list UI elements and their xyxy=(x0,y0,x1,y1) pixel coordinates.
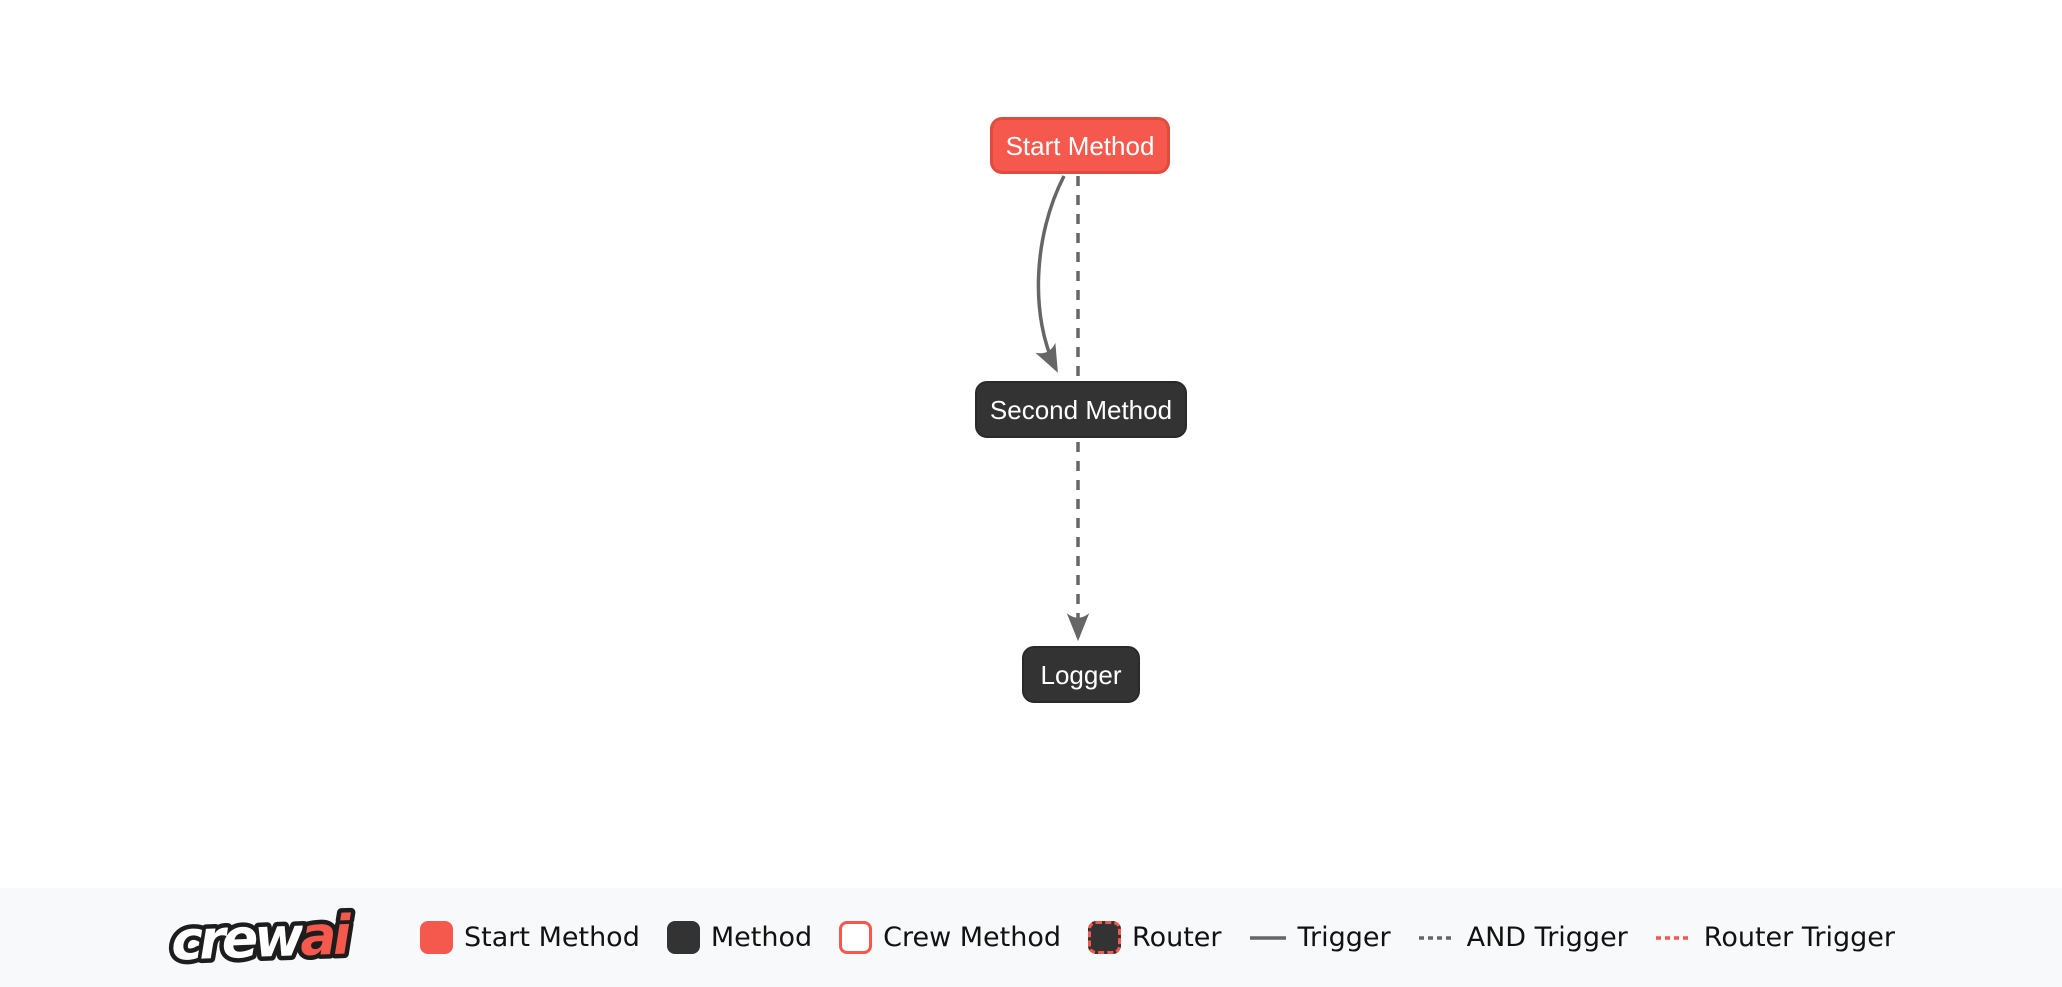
and-trigger-line-icon xyxy=(1418,935,1455,940)
legend-item-router: Router xyxy=(1088,921,1222,954)
svg-text:crewai: crewai xyxy=(170,903,354,972)
legend-item-crew-method: Crew Method xyxy=(839,921,1061,954)
legend-item-method: Method xyxy=(666,921,813,954)
node-logger[interactable]: Logger xyxy=(1022,646,1140,703)
legend-label-crew-method: Crew Method xyxy=(883,922,1062,953)
crewai-logo: crewai xyxy=(167,901,385,975)
node-start-method-label: Start Method xyxy=(1005,130,1155,161)
node-start-method[interactable]: Start Method xyxy=(990,117,1170,174)
legend-label-method: Method xyxy=(710,922,813,953)
edge-trigger-start-to-second xyxy=(1035,175,1066,373)
legend-label-and-trigger: AND Trigger xyxy=(1466,922,1628,953)
node-second-method[interactable]: Second Method xyxy=(975,381,1187,438)
legend-bar: crewai Start Method Method Crew Method R… xyxy=(0,888,2062,987)
crewai-logo-svg: crewai xyxy=(167,901,358,975)
router-trigger-line-icon xyxy=(1655,935,1692,940)
router-swatch-icon xyxy=(1088,921,1122,954)
legend-label-router: Router xyxy=(1132,922,1222,953)
legend-item-start-method: Start Method xyxy=(420,921,640,954)
node-logger-label: Logger xyxy=(1040,659,1122,690)
logo-text-ai: ai xyxy=(299,903,354,968)
flow-canvas[interactable]: Start Method Second Method Logger xyxy=(0,0,2062,888)
legend-item-and-trigger: AND Trigger xyxy=(1418,922,1628,953)
legend-label-trigger: Trigger xyxy=(1297,922,1391,953)
legend-item-trigger: Trigger xyxy=(1249,922,1391,953)
start-method-swatch-icon xyxy=(420,921,454,954)
method-swatch-icon xyxy=(666,921,700,954)
node-second-method-label: Second Method xyxy=(989,394,1173,425)
legend-label-router-trigger: Router Trigger xyxy=(1703,922,1895,953)
crew-method-swatch-icon xyxy=(839,921,873,954)
trigger-line-icon xyxy=(1249,935,1286,940)
legend-label-start-method: Start Method xyxy=(464,922,640,953)
legend-item-router-trigger: Router Trigger xyxy=(1655,922,1895,953)
logo-text-crew: crew xyxy=(170,904,306,972)
